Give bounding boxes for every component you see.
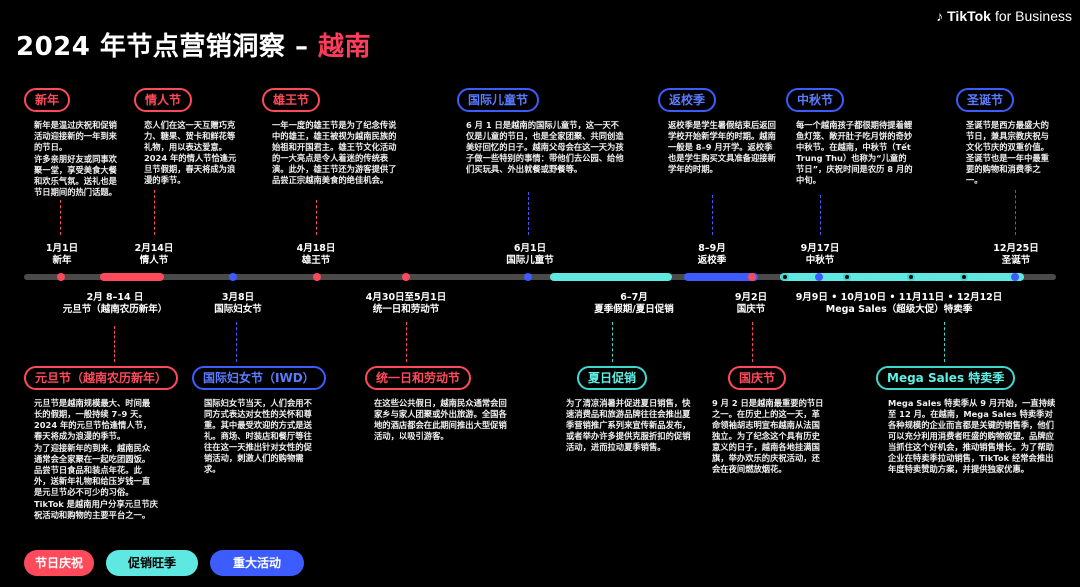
timeline-dot (57, 273, 65, 281)
date-hung-kings: 4月18日雄王节 (296, 243, 336, 266)
connector (236, 322, 237, 362)
title-highlight: 越南 (318, 32, 372, 62)
tag-summer-sale: 夏日促销 (577, 366, 648, 390)
timeline-segment-back-to-school (684, 273, 758, 281)
date-new-year: 1月1日新年 (45, 243, 79, 266)
connector (712, 195, 713, 235)
timeline-track (24, 274, 1056, 280)
date-reunification: 4月30日至5月1日统一日和劳动节 (365, 292, 447, 315)
brand-logo: ♪ TikTok for Business (936, 8, 1072, 24)
text-national-day: 9 月 2 日是越南最重要的节日之一。在历史上的这一天，革命领袖胡志明宣布越南从… (712, 398, 824, 474)
tag-womens-day: 国际妇女节（IWD） (192, 366, 326, 390)
text-reunification: 在这些公共假日，越南民众通常会回家乡与家人团聚或外出旅游。全国各地的酒店都会在此… (374, 398, 507, 441)
brand-suffix: for Business (994, 8, 1072, 24)
legend-major: 重大活动 (210, 550, 304, 576)
tag-christmas: 圣诞节 (956, 88, 1015, 112)
date-back-to-school: 8–9月返校季 (697, 243, 727, 266)
connector (528, 192, 529, 235)
date-national-day: 9月2日国庆节 (734, 292, 768, 315)
tag-national-day: 国庆节 (728, 366, 787, 390)
brand-logo-text: TikTok (947, 8, 991, 24)
date-summer: 6–7月夏季假期/夏日促销 (594, 292, 674, 315)
text-womens-day: 国际妇女节当天，人们会用不同方式表达对女性的关怀和尊重。其中最受欢迎的方式是送礼… (204, 398, 312, 474)
text-valentines: 恋人们在这一天互赠巧克力、糖果、贺卡和鲜花等礼物，用以表达爱意。2024 年的情… (144, 120, 237, 185)
tag-mega-sales: Mega Sales 特卖季 (876, 366, 1016, 390)
connector (1015, 190, 1016, 235)
date-childrens-day: 6月1日国际儿童节 (506, 243, 554, 266)
timeline-dot (960, 273, 968, 281)
timeline-dot (150, 273, 158, 281)
connector (612, 322, 613, 362)
date-womens-day: 3月8日国际妇女节 (214, 292, 262, 315)
timeline-dot (229, 273, 237, 281)
date-tet: 2月 8–14 日元旦节（越南农历新年） (62, 292, 168, 315)
legend-festival: 节日庆祝 (24, 550, 94, 576)
connector (60, 200, 61, 235)
timeline-dot (402, 273, 410, 281)
tag-valentines: 情人节 (134, 88, 193, 112)
date-valentines: 2月14日情人节 (134, 243, 174, 266)
timeline-dot (815, 273, 823, 281)
tag-tet: 元旦节（越南农历新年） (24, 366, 179, 390)
page-title: 2024 年节点营销洞察 – 越南 (16, 26, 371, 63)
timeline-dot (907, 273, 915, 281)
timeline-segment-tet (100, 273, 164, 281)
timeline-dot (781, 273, 789, 281)
timeline-segment-mega-sales (780, 273, 1024, 281)
text-summer-sale: 为了清凉消暑并促进夏日销售，快速消费品和旅游品牌往往会推出夏季营销推广系列来宣传… (566, 398, 691, 452)
timeline-dot (313, 273, 321, 281)
connector (154, 190, 155, 235)
connector (944, 322, 945, 362)
timeline-dot (748, 273, 756, 281)
tag-hung-kings: 雄王节 (262, 88, 321, 112)
tiktok-note-icon: ♪ (936, 8, 944, 24)
tag-childrens-day: 国际儿童节 (457, 88, 540, 112)
text-hung-kings: 一年一度的雄王节是为了纪念传说中的雄王，雄王被视为越南民族的始祖和开国君主。雄王… (272, 120, 397, 185)
timeline-dot (524, 273, 532, 281)
text-mega-sales: Mega Sales 特卖季从 9 月开始，一直持续至 12 月。在越南，Meg… (888, 398, 1056, 474)
date-mid-autumn: 9月17日中秋节 (800, 243, 840, 266)
connector (316, 200, 317, 235)
tag-reunification: 统一日和劳动节 (365, 366, 472, 390)
connector (114, 326, 115, 362)
text-back-to-school: 返校季是学生暑假结束后返回学校开始新学年的时期。越南一般是 8–9 月开学。返校… (668, 120, 776, 174)
text-tet: 元旦节是越南规模最大、时间最长的假期，一般持续 7–9 天。2024 年的元旦节… (34, 398, 158, 520)
legend-promo: 促销旺季 (106, 550, 198, 576)
timeline-dot (1011, 273, 1019, 281)
connector (752, 322, 753, 362)
text-christmas: 圣诞节是西方最盛大的节日，兼具宗教庆祝与文化节庆的双重价值。圣诞节也是一年中最重… (966, 120, 1049, 185)
text-childrens-day: 6 月 1 日是越南的国际儿童节，这一天不仅是儿童的节日，也是全家团聚、共同创造… (466, 120, 624, 174)
text-new-year: 新年是温过庆祝和促销活动迎接新的一年到来的节日。许多亲朋好友或同事欢聚一堂，享受… (34, 120, 117, 197)
date-christmas: 12月25日圣诞节 (993, 243, 1039, 266)
connector (406, 322, 407, 362)
timeline-dot (843, 273, 851, 281)
connector (820, 195, 821, 235)
text-mid-autumn: 每一个越南孩子都很期待提着鲤鱼灯笼、敞开肚子吃月饼的奇妙中秋节。在越南，中秋节（… (796, 120, 913, 185)
tag-new-year: 新年 (24, 88, 71, 112)
tag-mid-autumn: 中秋节 (786, 88, 845, 112)
timeline-segment-summer (550, 273, 672, 281)
tag-back-to-school: 返校季 (658, 88, 717, 112)
title-main: 2024 年节点营销洞察 – (16, 32, 319, 62)
